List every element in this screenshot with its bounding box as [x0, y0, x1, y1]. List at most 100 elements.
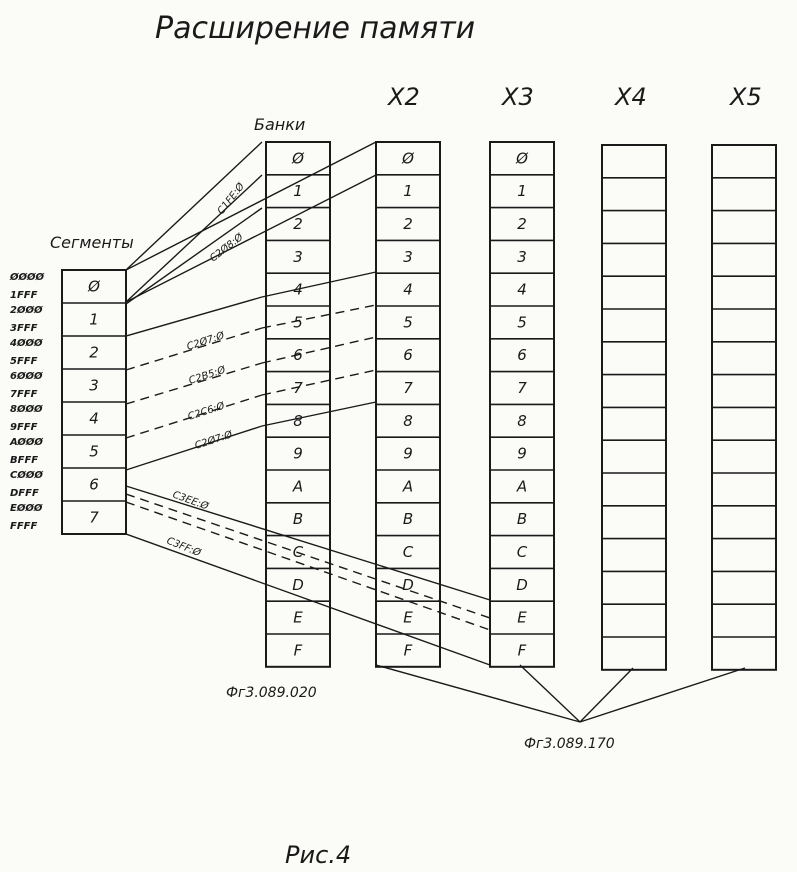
bank-cell-label: 3: [293, 248, 303, 266]
banks-header: Банки: [254, 115, 305, 134]
segment-cell-label: 3: [89, 377, 99, 395]
x2-cell-label: C: [403, 543, 414, 561]
x2-cell-label: 9: [403, 445, 413, 463]
segment-cell-label: 6: [89, 476, 99, 494]
x3-cell-label: 8: [517, 412, 527, 430]
x2-cell-label: B: [403, 510, 413, 528]
connector-dash: [125, 362, 263, 405]
segment-cell-label: 2: [89, 344, 99, 362]
segment-address: EØØØ: [10, 502, 43, 514]
bank-cell-label: E: [293, 609, 303, 627]
connector-line: [125, 296, 263, 337]
connector-dash: [125, 501, 491, 631]
connector-line: [125, 485, 491, 601]
bank-cell-label: Ø: [291, 149, 305, 167]
bank-cell-label: 9: [293, 445, 303, 463]
connection-label: C2B5:Ø: [187, 363, 228, 386]
bank-cell-label: 7: [293, 379, 303, 397]
x2-cell-label: 4: [403, 281, 413, 299]
segment-address: 1FFF: [10, 290, 38, 301]
bank-cell-label: B: [293, 510, 303, 528]
connector-dash: [125, 327, 263, 371]
x2-cell-label: 7: [403, 379, 413, 397]
x3-cell-label: 3: [517, 248, 527, 266]
connection-lines: [125, 141, 746, 723]
x3-cell-label: 4: [517, 281, 527, 299]
x3-cell-label: E: [517, 609, 527, 627]
x3-cell-label: A: [516, 477, 527, 495]
bank-cell-label: 8: [293, 412, 303, 430]
bank-cell-label: 2: [293, 215, 303, 233]
bank-part-number: Фг3.089.020: [226, 685, 317, 701]
bank-cell-label: D: [292, 576, 304, 594]
connector-line: [261, 401, 377, 427]
segment-address: 6ØØØ: [10, 370, 43, 382]
segment-address: 5FFF: [10, 356, 38, 367]
connector-line: [125, 425, 263, 471]
segment-address: 9FFF: [10, 422, 38, 433]
bank-cell-label: 5: [293, 313, 303, 331]
segment-cell-label: Ø: [87, 278, 101, 296]
connector-line: [125, 174, 377, 303]
connection-label: C2Ø7:Ø: [185, 329, 227, 353]
connector-line: [125, 174, 263, 303]
connection-label: C2Ø7:Ø: [193, 428, 235, 452]
x3-cell-label: 6: [517, 346, 527, 364]
figure-caption: Рис.4: [285, 841, 351, 869]
x3-cell-label: C: [517, 543, 528, 561]
connection-label: C3FF:Ø: [165, 535, 204, 560]
connector-line: [125, 207, 263, 305]
segment-address: 3FFF: [10, 323, 38, 334]
segment-address: 8ØØØ: [10, 403, 43, 415]
x3-cell-label: 5: [517, 313, 527, 331]
x2-cell-label: 6: [403, 346, 413, 364]
segment-address: 2ØØØ: [10, 304, 43, 316]
bank-cell-label: A: [292, 477, 303, 495]
connection-label: C3EE:Ø: [171, 489, 211, 513]
connector-line: [125, 141, 263, 271]
connector-dash: [125, 493, 491, 619]
x4-header: X4: [613, 83, 647, 111]
x3-cell-label: 2: [517, 215, 527, 233]
segments-header: Сегменты: [50, 233, 134, 252]
x3-cell-label: Ø: [515, 149, 529, 167]
connector-line: [125, 141, 377, 271]
x3-cell-label: B: [517, 510, 527, 528]
x5-header: X5: [728, 83, 762, 111]
bank-cell-label: F: [294, 641, 303, 659]
segment-address: CØØØ: [10, 469, 43, 481]
x2-cell-label: D: [402, 576, 414, 594]
fan-line: [579, 667, 634, 723]
x2-cell-label: F: [404, 641, 413, 659]
x2-cell-label: 8: [403, 412, 413, 430]
connector-dash: [261, 336, 377, 364]
x3-header: X3: [500, 83, 534, 111]
connector-dash: [261, 304, 377, 329]
connection-label: C2Ø8:Ø: [207, 230, 246, 264]
x2-cell-label: E: [403, 609, 413, 627]
x3-cell-label: 7: [517, 379, 527, 397]
segment-address: FFFF: [10, 521, 37, 532]
segment-cell-label: 4: [89, 410, 99, 428]
fan-line: [375, 664, 581, 723]
x2-cell-label: 5: [403, 313, 413, 331]
segment-cell-label: 1: [89, 311, 99, 329]
segment-address: DFFF: [10, 488, 39, 499]
x5-column: [711, 144, 777, 671]
fan-line: [579, 667, 746, 723]
x4-column: [601, 144, 667, 671]
connector-dash: [261, 369, 377, 396]
segment-address: BFFF: [10, 455, 38, 466]
connection-label: C2C6:Ø: [186, 399, 227, 422]
x2-cell-label: Ø: [401, 149, 415, 167]
connector-dash: [125, 394, 263, 439]
connection-label: C1FE:Ø: [215, 180, 248, 217]
x2-header: X2: [386, 83, 420, 111]
segment-address: AØØØ: [9, 436, 43, 448]
segment-address: 7FFF: [10, 389, 38, 400]
x3-cell-label: 1: [517, 182, 527, 200]
x2-cell-label: 3: [403, 248, 413, 266]
